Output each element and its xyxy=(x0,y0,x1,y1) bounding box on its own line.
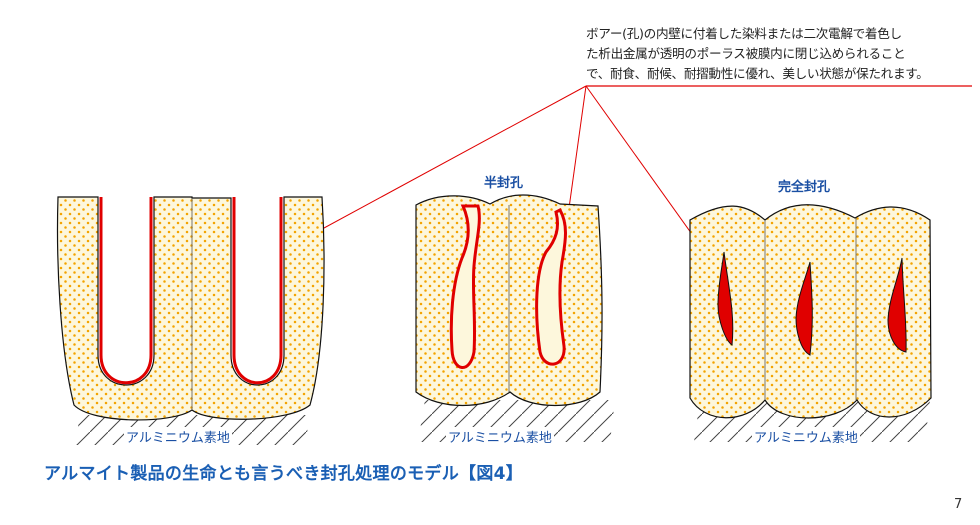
half-sealed-substrate-label: アルミニウム素地 xyxy=(446,427,554,446)
sealing-annotation: ボアー(孔)の内壁に付着した染料または二次電解で着色し た析出金属が透明のポーラ… xyxy=(586,24,966,84)
half-sealed-label: 半封孔 xyxy=(484,176,524,191)
fully-sealed-pore-2 xyxy=(795,261,813,356)
stage-half-sealed xyxy=(415,194,615,442)
half-sealed-pore-1 xyxy=(449,204,481,369)
unsealed-pore-1-dye xyxy=(99,197,153,385)
figure-caption: アルマイト製品の生命とも言うべき封孔処理のモデル【図4】 xyxy=(44,464,524,484)
unsealed-substrate-label: アルミニウム素地 xyxy=(124,427,232,446)
fully-sealed-label: 完全封孔 xyxy=(778,180,831,195)
annotation-line: で、耐食、耐候、耐摺動性に優れ、美しい状態が保たれます。 xyxy=(586,66,929,81)
fully-sealed-substrate-label: アルミニウム素地 xyxy=(752,427,860,446)
arrow-to-unsealed-pore xyxy=(288,85,587,248)
annotation-line: た析出金属が透明のポーラス被膜内に閉じ込められること xyxy=(586,46,906,61)
stage-fully-sealed xyxy=(689,204,932,442)
unsealed-film xyxy=(56,196,325,421)
page-number: 7 xyxy=(954,497,963,512)
stage-unsealed xyxy=(56,196,325,445)
annotation-line: ボアー(孔)の内壁に付着した染料または二次電解で着色し xyxy=(586,26,902,41)
fully-sealed-pore-3 xyxy=(887,257,907,353)
half-sealed-pore-2 xyxy=(535,208,567,366)
fully-sealed-pore-1 xyxy=(717,251,734,346)
unsealed-pore-2-dye xyxy=(232,197,283,385)
